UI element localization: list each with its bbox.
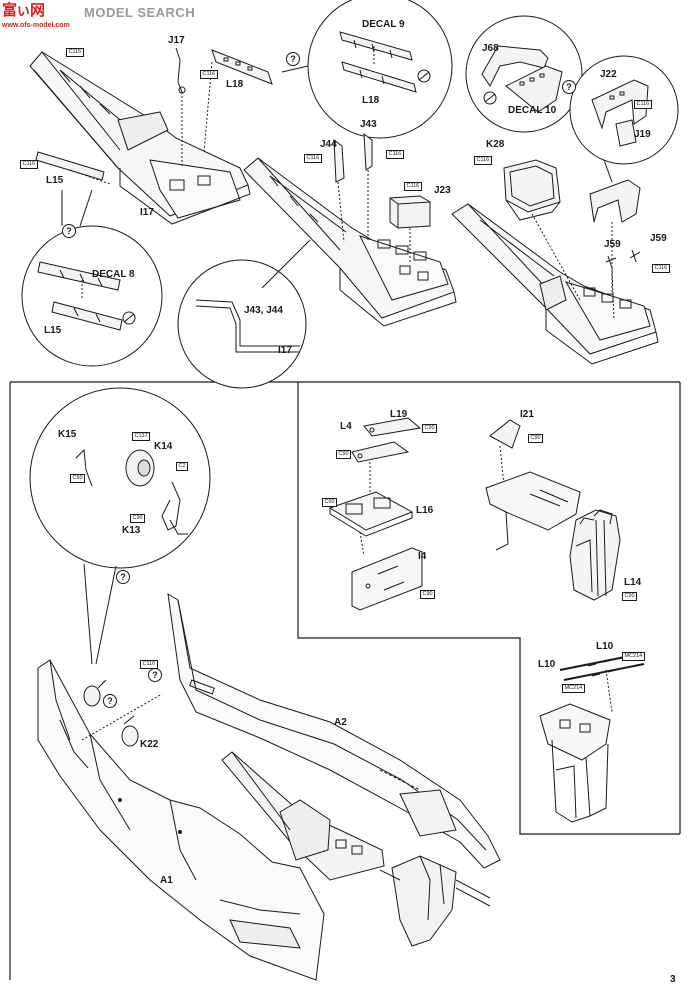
plate-i4 — [351, 547, 423, 611]
label-l10-left: L10 — [538, 659, 556, 670]
cockpit-floor-step1 — [29, 51, 251, 225]
color-ref-c60: C60 — [70, 474, 86, 483]
label-j17: J17 — [168, 35, 185, 46]
question-icon: ? — [148, 668, 162, 682]
wheel-k22 — [81, 679, 163, 747]
bracket-j44 — [333, 138, 345, 243]
cockpit-floor-step3 — [451, 203, 659, 365]
label-decal9: DECAL 9 — [362, 19, 405, 30]
detail-bubble-j43-j44 — [177, 239, 311, 389]
panel-l18 — [203, 49, 273, 153]
panel-j22-assembly — [589, 179, 641, 292]
decal8-bubble — [21, 189, 163, 367]
label-k15: K15 — [58, 429, 77, 440]
watermark-logo: 富ぃ网 — [2, 2, 45, 19]
section-dividers — [9, 381, 681, 980]
wheel-bubble — [29, 387, 211, 665]
armor-i21-assembly — [485, 419, 581, 551]
label-i17-main: I17 — [140, 207, 154, 218]
label-l15-bubble: L15 — [44, 325, 62, 336]
guns-l10 — [559, 653, 645, 713]
label-j22: J22 — [600, 69, 617, 80]
label-a1: A1 — [160, 875, 173, 886]
label-j23: J23 — [434, 185, 451, 196]
label-k28: K28 — [486, 139, 505, 150]
question-icon: ? — [62, 224, 76, 238]
color-ref-c115: C115 — [66, 48, 84, 57]
color-ref-c90: C90 — [528, 434, 544, 443]
j22-bubble — [569, 55, 679, 183]
color-ref-c116: C116 — [20, 160, 38, 169]
label-j19: J19 — [634, 129, 651, 140]
label-j43-j44: J43, J44 — [244, 305, 283, 316]
color-ref-c90: C90 — [336, 450, 352, 459]
label-k14: K14 — [154, 441, 173, 452]
label-i17-detail: I17 — [278, 345, 292, 356]
label-j68: J68 — [482, 43, 499, 54]
box-j23 — [389, 195, 431, 262]
color-ref-c90: C90 — [420, 590, 436, 599]
cockpit-floor-step2 — [243, 157, 457, 327]
color-ref-c116: C116 — [304, 154, 322, 163]
color-ref-mc214: MC214 — [622, 652, 645, 661]
strip-l15 — [35, 151, 111, 185]
plate-l16 — [328, 491, 414, 557]
watermark-search-text: MODEL SEARCH — [84, 5, 196, 20]
question-icon: ? — [286, 52, 300, 66]
label-decal8: DECAL 8 — [92, 269, 135, 280]
lever-j17 — [175, 47, 186, 168]
lever-j59 — [605, 249, 641, 321]
decal9-bubble — [281, 0, 453, 139]
color-ref-c116: C116 — [404, 182, 422, 191]
bracket-j43 — [363, 132, 373, 240]
cockpit-insert — [221, 751, 385, 881]
label-l14: L14 — [624, 577, 642, 588]
color-ref-c116: C116 — [386, 150, 404, 159]
label-l16: L16 — [416, 505, 434, 516]
bracket-l19-l4 — [351, 417, 422, 494]
gun-mount-assembly — [379, 855, 491, 947]
label-j59-right: J59 — [650, 233, 667, 244]
question-icon: ? — [103, 694, 117, 708]
seat-back-l14 — [569, 509, 621, 601]
label-l4: L4 — [340, 421, 352, 432]
color-ref-c116: C116 — [634, 100, 652, 109]
label-l10-top: L10 — [596, 641, 614, 652]
label-l18-top: L18 — [226, 79, 244, 90]
watermark-url: www.ofs-model.com — [2, 22, 70, 29]
color-ref-c116: C116 — [200, 70, 218, 79]
color-ref-c116: C116 — [652, 264, 670, 273]
decal10-bubble — [465, 15, 583, 133]
color-ref-c116: C116 — [140, 660, 158, 669]
color-ref-c90: C90 — [422, 424, 438, 433]
seat-assembly-final — [539, 703, 611, 823]
color-ref-c60: C60 — [322, 498, 338, 507]
seat-k28 — [503, 159, 581, 301]
color-ref-c2: C2 — [176, 462, 189, 471]
fuselage-a2 — [167, 593, 501, 869]
label-j43: J43 — [360, 119, 377, 130]
question-icon: ? — [562, 80, 576, 94]
label-j59-left: J59 — [604, 239, 621, 250]
color-ref-c137: C137 — [132, 432, 151, 441]
color-ref-c116: C116 — [474, 156, 492, 165]
label-l15-top: L15 — [46, 175, 64, 186]
page-number: 3 — [670, 974, 676, 985]
color-ref-mc214: MC214 — [562, 684, 585, 693]
label-k13: K13 — [122, 525, 141, 536]
label-i4: I4 — [418, 551, 427, 562]
label-l18-bubble: L18 — [362, 95, 380, 106]
label-k22: K22 — [140, 739, 159, 750]
label-i21: I21 — [520, 409, 534, 420]
label-decal10: DECAL 10 — [508, 105, 557, 116]
fuselage-a1 — [37, 659, 325, 981]
label-a2: A2 — [334, 717, 347, 728]
color-ref-c90: C90 — [130, 514, 146, 523]
color-ref-c90: C90 — [622, 592, 638, 601]
label-l19: L19 — [390, 409, 408, 420]
question-icon: ? — [116, 570, 130, 584]
label-j44: J44 — [320, 139, 337, 150]
